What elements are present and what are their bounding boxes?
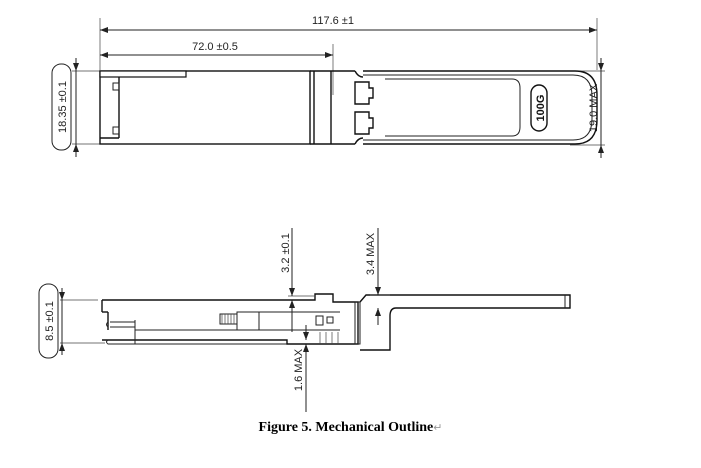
handle-height-label: 3.4 MAX: [365, 232, 377, 275]
overall-length-label: 117.6 ±1: [312, 15, 354, 27]
module-body-side: [102, 293, 359, 345]
caption-text: Figure 5. Mechanical Outline: [258, 420, 434, 435]
top-view: 117.6 ±1 72.0 ±0.5 18.35 ±0.1 19.0 MAX: [51, 15, 605, 158]
pull-tab-side: [359, 294, 571, 351]
module-body-top: [99, 70, 311, 145]
body-width-label: 18.35 ±0.1: [57, 81, 69, 133]
body-height-capsule: [38, 283, 59, 359]
top-step-label: 3.2 ±0.1: [280, 233, 292, 273]
100g-badge: [530, 84, 548, 132]
bottom-step-label: 1.6 MAX: [293, 348, 305, 391]
body-length-label: 72.0 ±0.5: [192, 41, 238, 53]
pull-tab-handle: [363, 70, 598, 145]
body-height-label: 8.5 ±0.1: [44, 301, 56, 341]
figure-caption: Figure 5. Mechanical Outline↵: [0, 420, 701, 436]
max-width-label: 19.0 MAX: [588, 83, 600, 132]
return-mark: ↵: [433, 422, 443, 434]
side-view: 8.5 ±0.1 3.2 ±0.1 3.4 MAX: [38, 228, 571, 412]
handle-label: 100G: [535, 95, 547, 122]
body-width-capsule: [51, 63, 72, 151]
